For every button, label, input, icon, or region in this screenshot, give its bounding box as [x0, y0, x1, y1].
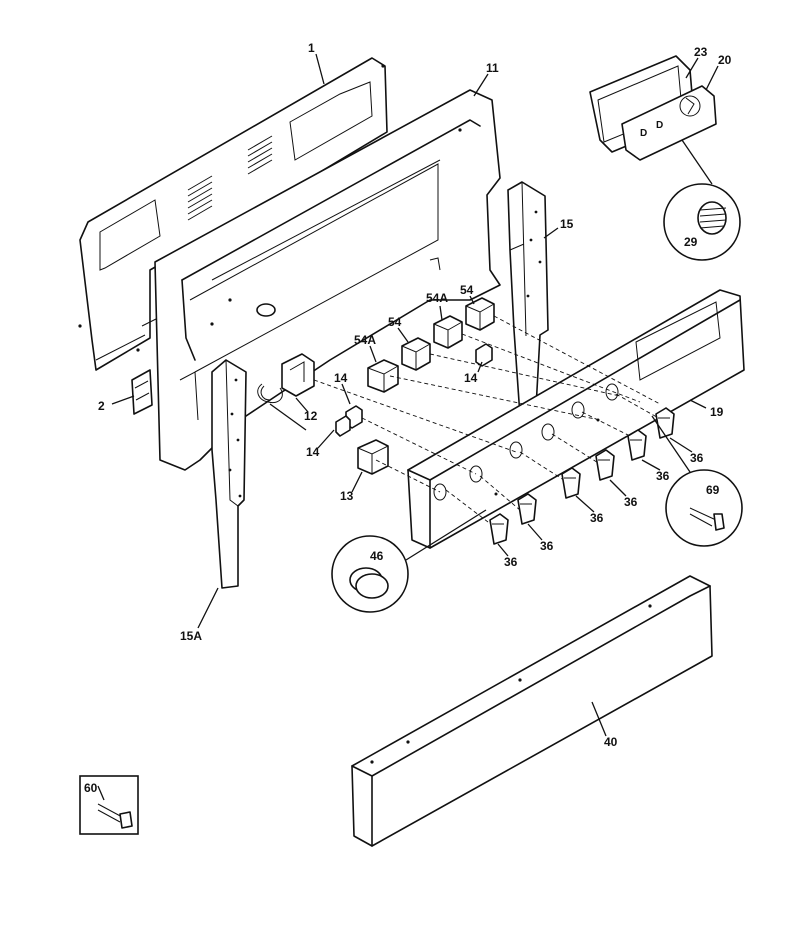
knobs-36 [489, 407, 675, 545]
switch-54-right [465, 297, 495, 331]
left-side-bracket-part-15A [211, 359, 247, 589]
callout-54-right: 54 [460, 283, 474, 297]
small-switches-14 [335, 343, 493, 437]
callout-29: 29 [684, 235, 698, 249]
detail-circle-69 [651, 415, 743, 547]
lower-trim-part-40 [351, 575, 713, 847]
vent-slots [187, 135, 273, 221]
callout-20: 20 [718, 53, 732, 67]
callout-14-left: 14 [306, 445, 320, 459]
callout-14-mid: 14 [334, 371, 348, 385]
callout-36-a: 36 [690, 451, 704, 465]
callout-36-d: 36 [590, 511, 604, 525]
callout-2: 2 [98, 399, 105, 413]
callout-36-c: 36 [624, 495, 638, 509]
callout-36-e: 36 [540, 539, 554, 553]
svg-text:D: D [640, 128, 647, 139]
callout-13: 13 [340, 489, 354, 503]
callout-69: 69 [706, 483, 720, 497]
detail-circle-29 [663, 139, 741, 261]
inset-box-60 [79, 775, 139, 835]
switch-54A-right [433, 315, 463, 349]
callout-36-f: 36 [504, 555, 518, 569]
detail-circle-46 [331, 509, 487, 613]
callout-54A-right: 54A [426, 291, 448, 305]
callout-19: 19 [710, 405, 724, 419]
callout-60: 60 [84, 781, 98, 795]
callout-46: 46 [370, 549, 384, 563]
knob-holes [433, 383, 619, 501]
callout-40: 40 [604, 735, 618, 749]
back-panel-part [78, 57, 388, 371]
svg-text:D: D [656, 120, 663, 131]
callout-36-b: 36 [656, 469, 670, 483]
callout-labels: 1 11 23 20 15 29 2 54A 54 54A 54 14 14 1… [84, 41, 732, 795]
infinite-switch-12 [257, 353, 315, 431]
callout-54-left: 54 [388, 315, 402, 329]
callout-14-top: 14 [464, 371, 478, 385]
switch-13 [357, 439, 389, 475]
callout-11: 11 [486, 61, 499, 75]
callout-15: 15 [560, 217, 574, 231]
callout-12: 12 [304, 409, 318, 423]
clock-assembly-parts-23-20: D D [589, 55, 717, 161]
leader-lines [97, 53, 719, 801]
control-panel-part-19 [407, 289, 745, 549]
callout-54A-left: 54A [354, 333, 376, 347]
switch-54-left [401, 337, 431, 371]
callout-15A: 15A [180, 629, 202, 643]
callout-1: 1 [308, 41, 315, 55]
assembly-guide-lines [313, 315, 663, 523]
callout-23: 23 [694, 45, 708, 59]
right-side-bracket-part-15 [507, 181, 549, 417]
side-bracket-part-2 [131, 369, 153, 415]
switch-54A-left [367, 359, 399, 393]
